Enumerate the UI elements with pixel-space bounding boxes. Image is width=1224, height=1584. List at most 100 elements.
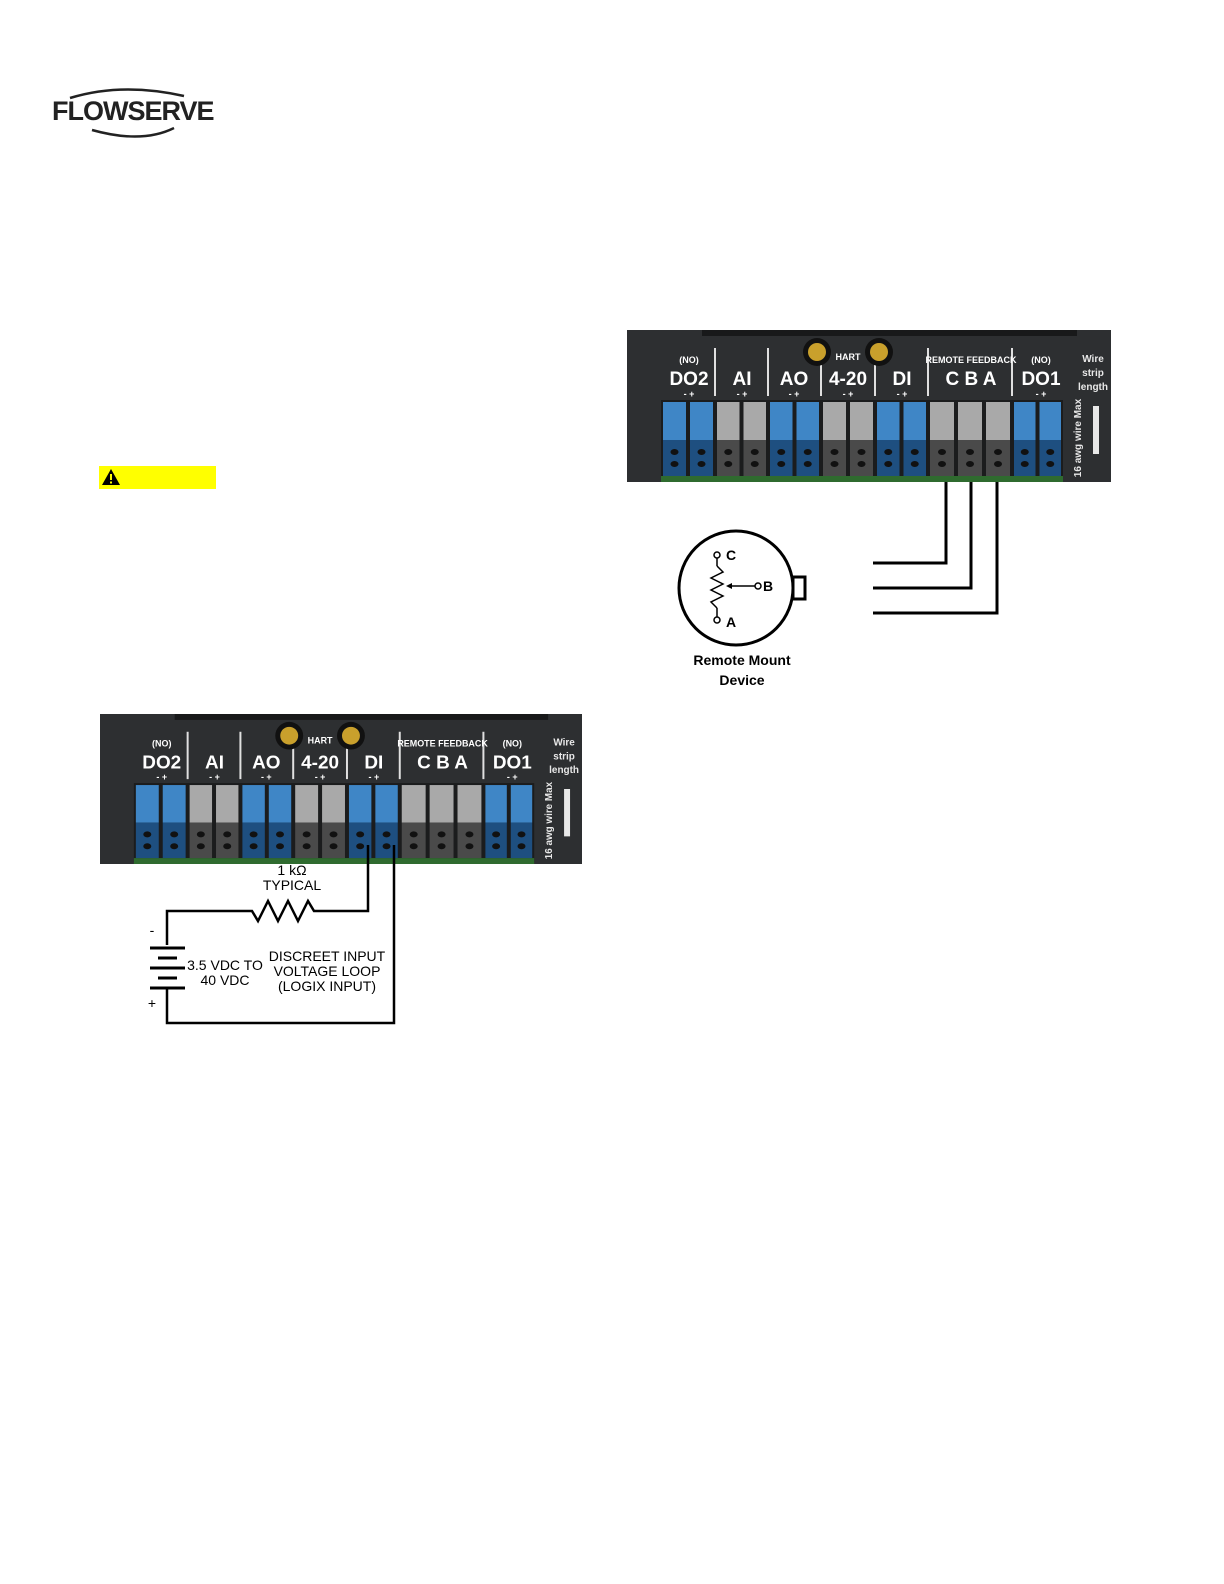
terminal-group-header: (NO) bbox=[152, 739, 171, 749]
terminal-screw-block bbox=[986, 440, 1010, 476]
screw-icon bbox=[670, 449, 679, 455]
discrete-input-diagram: 1 kΩ TYPICAL - + 3.5 VDC TO 40 VDC DISCR… bbox=[148, 845, 396, 1025]
screw-icon bbox=[994, 449, 1002, 455]
terminal-clamp bbox=[375, 785, 398, 823]
terminal-group-header: (NO) bbox=[679, 355, 699, 365]
terminal-screw-block bbox=[1014, 440, 1036, 476]
terminal-group-header: (NO) bbox=[1031, 355, 1051, 365]
wire-b bbox=[873, 482, 973, 590]
terminal-group-header: HART bbox=[308, 736, 333, 746]
screw-icon bbox=[777, 449, 786, 455]
polarity-label: - + bbox=[261, 772, 272, 782]
terminal-screw-block bbox=[189, 822, 213, 859]
terminal-clamp bbox=[401, 785, 426, 823]
terminal-clamp bbox=[510, 785, 533, 823]
screw-icon bbox=[697, 449, 706, 455]
terminal-clamp bbox=[189, 785, 213, 823]
screw-icon bbox=[249, 831, 258, 838]
terminal-group-label: C B A bbox=[417, 751, 468, 772]
terminal-clamp bbox=[485, 785, 507, 823]
terminal-clamp bbox=[877, 402, 900, 440]
screw-icon bbox=[1046, 449, 1055, 455]
terminal-group-label: DI bbox=[364, 751, 383, 772]
screw-icon bbox=[857, 461, 866, 467]
terminal-clamp bbox=[1014, 402, 1036, 440]
screw-icon bbox=[517, 843, 526, 850]
terminal-clamp bbox=[216, 785, 239, 823]
screw-icon bbox=[329, 843, 338, 850]
screw-icon bbox=[697, 461, 706, 467]
terminal-screw-block bbox=[663, 440, 686, 476]
screw-icon bbox=[910, 449, 919, 455]
polarity-label: - + bbox=[156, 772, 167, 782]
screw-icon bbox=[302, 843, 311, 850]
terminal-screw-block bbox=[743, 440, 766, 476]
terminal-screw-block bbox=[348, 822, 372, 859]
screw-icon bbox=[1020, 461, 1029, 467]
terminal-screw-block bbox=[375, 822, 398, 859]
terminal-screw-block bbox=[268, 822, 292, 859]
polarity-label: - + bbox=[507, 772, 518, 782]
screw-icon bbox=[724, 449, 733, 455]
remote-feedback-diagram: C B A Remote Mount Device bbox=[677, 482, 999, 688]
screw-icon bbox=[994, 461, 1002, 467]
polarity-label: - + bbox=[737, 389, 748, 399]
screw-icon bbox=[966, 461, 974, 467]
terminal-clamp bbox=[850, 402, 873, 440]
screw-icon bbox=[724, 461, 733, 467]
device-label-line2: Device bbox=[719, 672, 764, 688]
terminal-group-label: AO bbox=[252, 751, 280, 772]
screw-icon bbox=[938, 449, 946, 455]
terminal-clamp bbox=[348, 785, 372, 823]
screw-icon bbox=[884, 449, 893, 455]
screw-icon bbox=[465, 831, 474, 838]
terminal-clamp bbox=[770, 402, 793, 440]
terminal-group-label: AO bbox=[780, 369, 809, 390]
terminal-group-label: AI bbox=[733, 369, 752, 390]
screw-icon bbox=[830, 449, 839, 455]
screw-icon bbox=[1020, 449, 1029, 455]
terminal-clamp bbox=[135, 785, 159, 823]
screw-icon bbox=[670, 461, 679, 467]
strip-length-gauge bbox=[564, 789, 571, 837]
loop-line2: VOLTAGE LOOP bbox=[274, 963, 381, 979]
screw-icon bbox=[750, 461, 759, 467]
terminal-clamp bbox=[743, 402, 766, 440]
terminal-screw-block bbox=[401, 822, 426, 859]
terminal-screw-block bbox=[457, 822, 482, 859]
terminal-group-label: DO2 bbox=[142, 751, 181, 772]
supply-line1: 3.5 VDC TO bbox=[187, 957, 263, 973]
screw-icon bbox=[517, 831, 526, 838]
plus-sign: + bbox=[148, 995, 156, 1011]
awg-note: 16 awg wire Max bbox=[1073, 398, 1084, 477]
pin-a-label: A bbox=[726, 614, 736, 630]
terminal-group-header: REMOTE FEEDBACK bbox=[397, 739, 488, 749]
terminal-screw-block bbox=[770, 440, 793, 476]
terminal-screw-block bbox=[877, 440, 900, 476]
hart-dial-knob bbox=[870, 343, 888, 361]
terminal-group-label: DI bbox=[893, 369, 912, 390]
hart-dial-knob bbox=[808, 343, 826, 361]
terminal-clamp bbox=[295, 785, 319, 823]
flowserve-logo: FLOWSERVE bbox=[52, 84, 215, 142]
terminal-group-label: DO1 bbox=[1021, 369, 1061, 390]
pin-b-label: B bbox=[763, 578, 773, 594]
hart-dial-knob bbox=[280, 726, 299, 745]
terminal-screw-block bbox=[510, 822, 533, 859]
terminal-group-label: 4-20 bbox=[829, 369, 867, 390]
terminal-clamp bbox=[663, 402, 686, 440]
supply-line2: 40 VDC bbox=[200, 972, 249, 988]
minus-sign: - bbox=[150, 922, 155, 938]
terminal-clamp bbox=[322, 785, 345, 823]
terminal-clamp bbox=[930, 402, 954, 440]
terminal-screw-block bbox=[429, 822, 454, 859]
resistor-value: 1 kΩ bbox=[277, 862, 306, 878]
screw-icon bbox=[382, 843, 391, 850]
resistor-icon bbox=[165, 898, 324, 945]
screw-icon bbox=[910, 461, 919, 467]
terminal-screw-block bbox=[717, 440, 740, 476]
terminal-screw-block bbox=[903, 440, 926, 476]
housing-top-lip bbox=[174, 714, 549, 720]
wire-strip-label: Wire bbox=[553, 738, 575, 749]
